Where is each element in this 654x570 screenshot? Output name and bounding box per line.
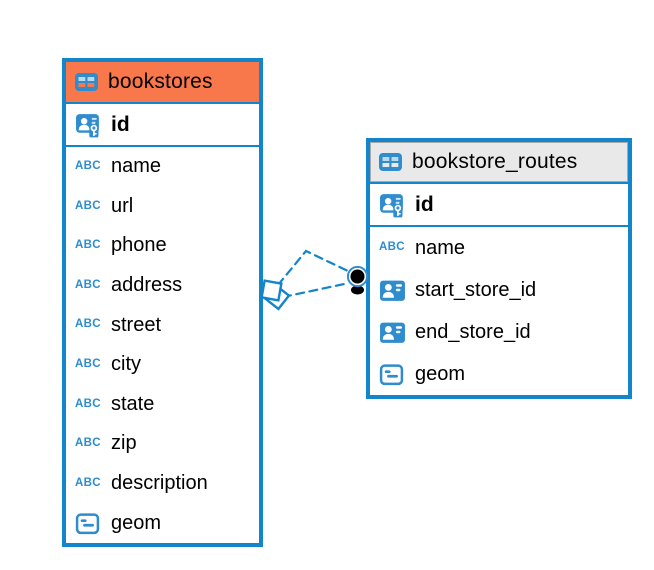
dot-marker-ring <box>346 265 369 288</box>
column-name: zip <box>111 432 137 455</box>
column-row-url[interactable]: ABC url <box>66 187 259 227</box>
column-row-street[interactable]: ABC street <box>66 305 259 345</box>
column-name: url <box>111 194 134 217</box>
column-name: id <box>415 192 434 216</box>
dot-marker-back <box>349 283 366 297</box>
geometry-type-icon <box>379 362 407 387</box>
entity-table-bookstores[interactable]: bookstores id ABC name ABC url ABC phone… <box>62 58 263 547</box>
column-row-state[interactable]: ABC state <box>66 385 259 425</box>
column-row-name[interactable]: ABC name <box>370 227 628 269</box>
column-name: geom <box>111 511 162 534</box>
relation-line-start-store[interactable] <box>281 281 351 299</box>
column-name: phone <box>111 234 167 257</box>
table-header-bookstores[interactable]: bookstores <box>66 62 259 104</box>
foreign-key-ref-icon <box>379 278 407 303</box>
foreign-key-ref-icon <box>379 320 407 345</box>
text-type-icon: ABC <box>75 318 101 331</box>
column-name: address <box>111 274 183 297</box>
entity-table-bookstore-routes[interactable]: bookstore_routes id ABC name start_store… <box>366 138 632 399</box>
primary-key-icon <box>75 111 103 138</box>
table-icon <box>74 70 99 94</box>
column-name: start_store_id <box>415 278 537 301</box>
column-row-id[interactable]: id <box>370 184 628 227</box>
column-row-end-store-id[interactable]: end_store_id <box>370 311 628 353</box>
column-name: state <box>111 392 155 415</box>
column-name: end_store_id <box>415 320 531 343</box>
text-type-icon: ABC <box>75 199 101 212</box>
table-title: bookstore_routes <box>412 150 578 173</box>
column-name: id <box>111 112 130 136</box>
column-name: name <box>111 155 162 178</box>
column-row-geom[interactable]: geom <box>370 353 628 395</box>
column-row-description[interactable]: ABC description <box>66 464 259 504</box>
text-type-icon: ABC <box>75 357 101 371</box>
text-type-icon: ABC <box>75 159 101 173</box>
column-row-start-store-id[interactable]: start_store_id <box>370 269 628 311</box>
table-header-bookstore-routes[interactable]: bookstore_routes <box>370 142 628 184</box>
primary-key-icon <box>379 191 407 218</box>
relation-diamond-markers[interactable] <box>260 279 291 311</box>
column-name: name <box>415 236 466 259</box>
column-name: description <box>111 472 208 495</box>
column-name: street <box>111 313 162 336</box>
text-type-icon: ABC <box>75 476 101 490</box>
geometry-type-icon <box>75 511 103 536</box>
table-title: bookstores <box>108 70 213 93</box>
column-row-id[interactable]: id <box>66 104 259 147</box>
column-name: geom <box>415 362 466 385</box>
text-type-icon: ABC <box>75 238 101 252</box>
relation-dot-markers[interactable] <box>346 265 369 297</box>
column-row-phone[interactable]: ABC phone <box>66 226 259 266</box>
column-name: city <box>111 353 141 376</box>
column-row-city[interactable]: ABC city <box>66 345 259 385</box>
relation-line-end-store[interactable] <box>276 249 352 287</box>
column-row-address[interactable]: ABC address <box>66 266 259 306</box>
text-type-icon: ABC <box>75 397 101 410</box>
text-type-icon: ABC <box>75 436 101 450</box>
text-type-icon: ABC <box>75 278 101 292</box>
column-row-geom[interactable]: geom <box>66 503 259 543</box>
column-row-name[interactable]: ABC name <box>66 147 259 187</box>
column-row-zip[interactable]: ABC zip <box>66 424 259 464</box>
dot-marker-front <box>350 269 365 284</box>
text-type-icon: ABC <box>379 240 405 254</box>
table-icon <box>378 150 403 174</box>
